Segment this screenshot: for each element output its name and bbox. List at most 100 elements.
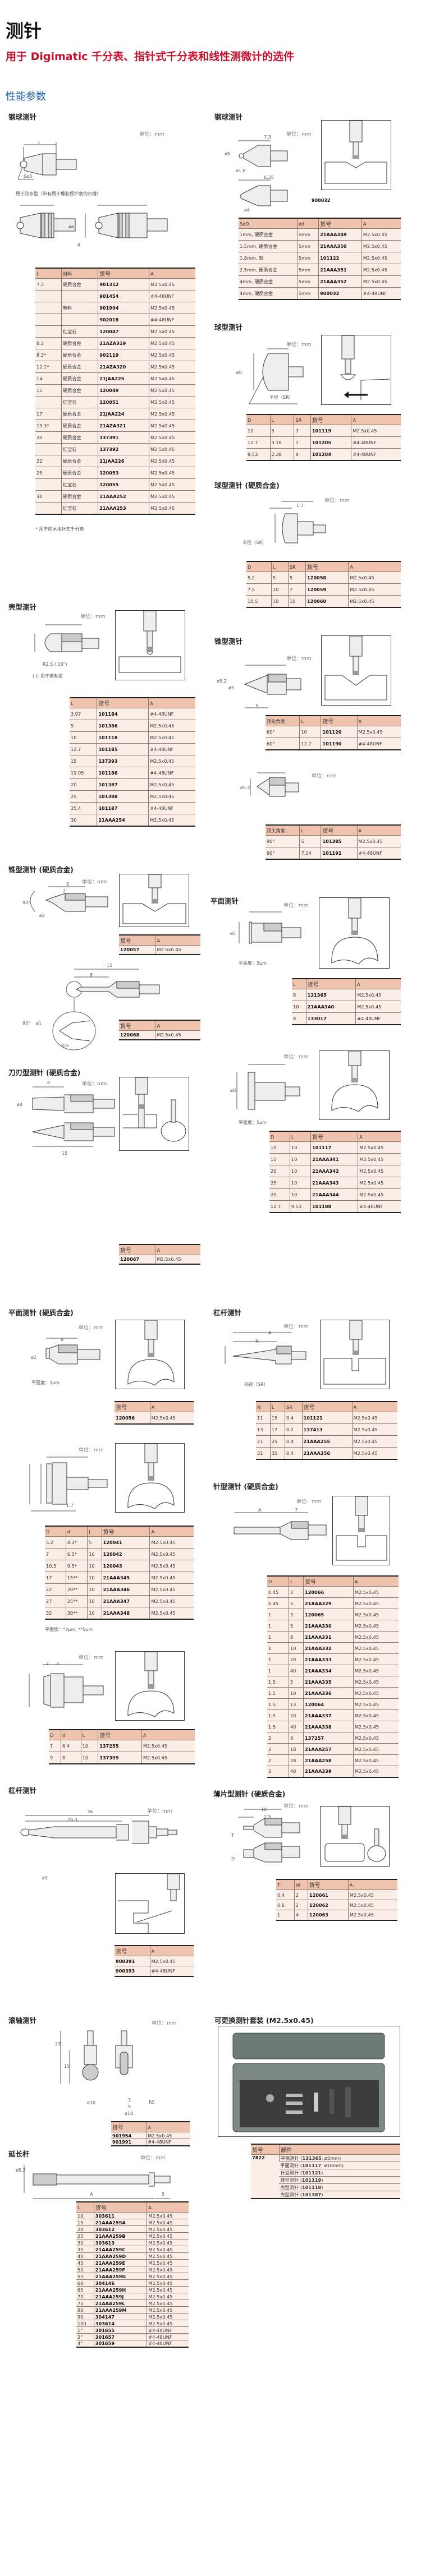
part-number-cell: 21AAA259G: [93, 2273, 147, 2280]
table-cell: M2.5x0.45: [149, 1607, 194, 1619]
table-cell: 15: [269, 1153, 290, 1165]
table-cell: 7.5: [246, 583, 272, 596]
part-number-cell: 21AAA343: [310, 1177, 358, 1189]
table-cell: M2.5x0.45: [353, 1642, 399, 1654]
column-header: L: [87, 1526, 102, 1537]
kit-component-cell: 针型测针 (101121): [279, 2169, 400, 2177]
table-cell: 1.5: [267, 1721, 289, 1732]
table-header-row: 货号部件: [251, 2144, 400, 2155]
table-cell: 11: [256, 1412, 271, 1424]
table-cell: M2.5x0.45: [149, 478, 195, 491]
dim-8: 8: [61, 1337, 64, 1342]
usage-illustration-shell: [115, 610, 185, 680]
table-cell: M2.5x0.45: [351, 425, 401, 437]
part-number-cell: 21AAA254: [97, 814, 149, 826]
column-header: 货号: [305, 561, 349, 572]
dim-15: 15: [62, 1151, 68, 1156]
part-number-cell: 303611: [93, 2212, 147, 2219]
table-cell: 90°: [266, 847, 300, 859]
dim-a-label: A: [77, 242, 81, 247]
table-cell: 17: [45, 1572, 66, 1584]
table-cell: 20: [76, 2225, 94, 2233]
table-cell: [35, 314, 62, 326]
table-cell: 10: [271, 583, 289, 596]
column-header: 顶尖角度: [266, 825, 300, 836]
part-number-cell: 120056: [115, 1412, 150, 1424]
part-number-cell: 21AAA259F: [93, 2266, 147, 2273]
table-cell: 7: [287, 583, 306, 596]
table-cell: M2.5x0.45: [353, 1676, 399, 1688]
table-cell: #4-48UNF: [148, 802, 195, 814]
table-cell: 红宝石: [61, 396, 98, 408]
table-cell: 硬质合金: [61, 467, 98, 479]
dim-l: A: [268, 1330, 272, 1335]
part-number-cell: 901454: [98, 290, 149, 302]
part-number-cell: 7822: [251, 2154, 280, 2199]
column-header: 货号: [318, 218, 362, 229]
column-header: A: [155, 935, 200, 946]
part-number-cell: 101185: [97, 743, 149, 755]
column-header: A: [356, 825, 401, 836]
table-cell: 3: [288, 1609, 304, 1620]
part-number-cell: 21AZA319: [98, 337, 149, 349]
table-cell: 10: [287, 595, 306, 607]
table-cell: 硬质合金: [61, 278, 98, 291]
table-cell: 10: [289, 1141, 311, 1154]
table-cell: M2.5x0.45: [147, 2239, 189, 2246]
table-cell: 12.1*: [35, 361, 62, 373]
section-title-shell-type: 壳型测针: [8, 603, 37, 611]
part-number-cell: 21AAA334: [303, 1665, 354, 1676]
table-cell: M2.5x0.45: [353, 1754, 399, 1766]
table-cell: M2.5x0.45: [147, 2313, 189, 2320]
table-row: 900393#4-48UNF: [115, 1966, 194, 1976]
dim-8: 8: [47, 1080, 51, 1085]
dim-26-3: 26.3: [67, 1817, 77, 1822]
unit-label: 单位：mm: [324, 498, 350, 504]
part-number-cell: 137391: [98, 431, 149, 444]
table-cell: M2.5x0.45: [355, 989, 401, 1001]
table-cell: 27: [45, 1595, 66, 1607]
table-cell: M2.5x0.45: [149, 408, 195, 420]
table-cell: 4mm, 硬质合金: [239, 275, 298, 288]
table-cell: 1: [267, 1620, 289, 1632]
column-header: A: [356, 716, 401, 726]
unit-label: 单位：mm: [312, 773, 337, 779]
table-cell: 30: [76, 2239, 94, 2246]
section-title-flat-type: 平面测针: [210, 897, 239, 905]
unit-label: 单位：mm: [283, 903, 309, 909]
table-cell: 19.3*: [35, 420, 62, 432]
table-cell: 15: [70, 755, 97, 767]
usage-illustration-cone: [321, 635, 391, 706]
table-cell: #4-48UNF: [148, 708, 195, 720]
table-row: 1"301655#4-48UNF: [76, 2326, 189, 2334]
flat-carbide-drawing: [28, 1335, 107, 1380]
table-cell: M2.5x0.45: [149, 1572, 194, 1584]
table-cell: 10: [76, 2212, 94, 2219]
table-cell: 2: [294, 1890, 308, 1900]
table-cell: M2.5x0.45: [361, 252, 401, 264]
table-cell: #4-48UNF: [147, 2340, 189, 2347]
column-header: A: [147, 2202, 189, 2213]
table-cell: 20: [288, 1709, 304, 1721]
table-row: 平面测针 (101117, ø10mm): [251, 2162, 400, 2169]
part-number-cell: 101184: [97, 708, 149, 720]
